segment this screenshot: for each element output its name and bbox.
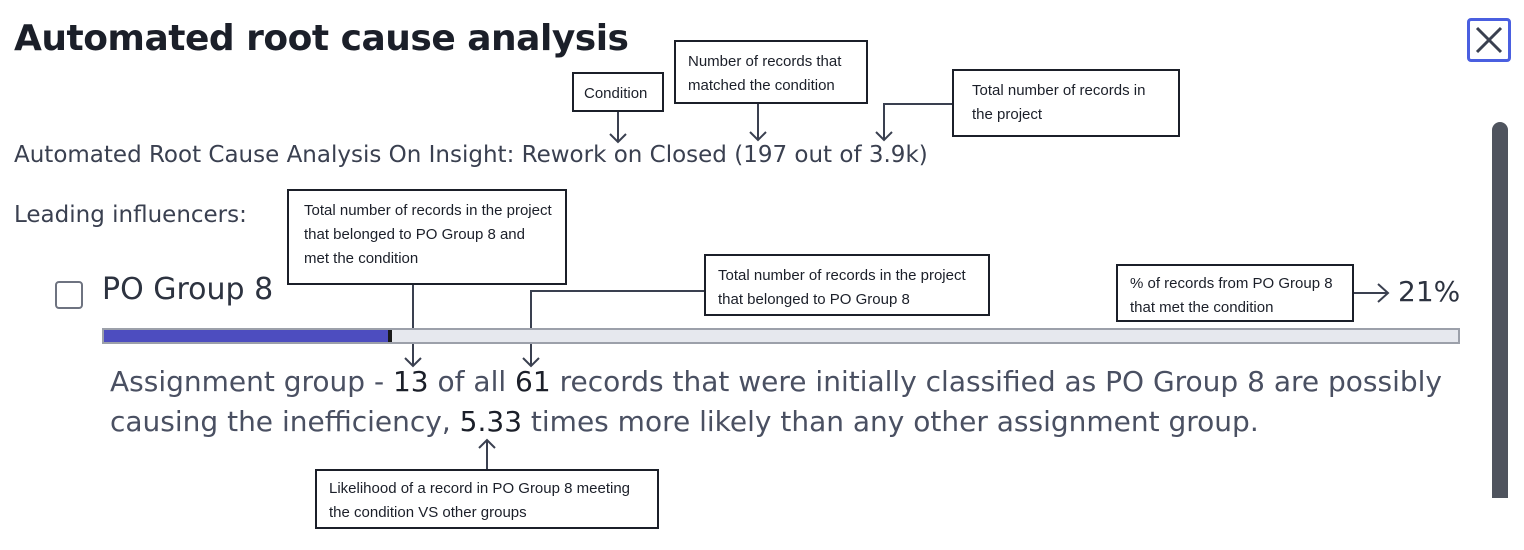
callout-group-matched: Total number of records in the project t…	[287, 189, 567, 285]
callout-group-total: Total number of records in the project t…	[704, 254, 990, 316]
matched-count: 13	[392, 365, 429, 398]
dialog-title: Automated root cause analysis	[14, 18, 629, 59]
callout-likelihood: Likelihood of a record in PO Group 8 mee…	[315, 469, 659, 529]
influencer-progress-bar	[102, 328, 1460, 344]
scrollbar-thumb[interactable]	[1492, 122, 1508, 498]
influencer-progress-fill	[104, 330, 393, 342]
callout-group-percent: % of records from PO Group 8 that met th…	[1116, 264, 1354, 322]
total-count: 61	[515, 365, 551, 398]
likelihood-value: 5.33	[459, 405, 523, 438]
influencer-description: Assignment group - 13 of all 61 records …	[110, 362, 1460, 442]
influencer-checkbox[interactable]	[55, 281, 83, 309]
leading-influencers-label: Leading influencers:	[14, 202, 247, 228]
description-text: times more likely than any other assignm…	[522, 405, 1259, 438]
description-text: of all	[428, 365, 516, 398]
close-button[interactable]	[1467, 18, 1511, 62]
description-text: records that were initially classified a…	[110, 365, 1442, 438]
analysis-subtitle: Automated Root Cause Analysis On Insight…	[14, 142, 928, 168]
callout-condition: Condition	[572, 72, 664, 112]
influencer-name: PO Group 8	[102, 272, 274, 307]
influencer-percent: 21%	[1398, 275, 1461, 308]
callout-matched-records: Number of records that matched the condi…	[674, 40, 868, 104]
close-icon	[1475, 26, 1503, 54]
callout-total-records: Total number of records in the project	[952, 69, 1180, 137]
description-text: Assignment group -	[110, 365, 393, 398]
